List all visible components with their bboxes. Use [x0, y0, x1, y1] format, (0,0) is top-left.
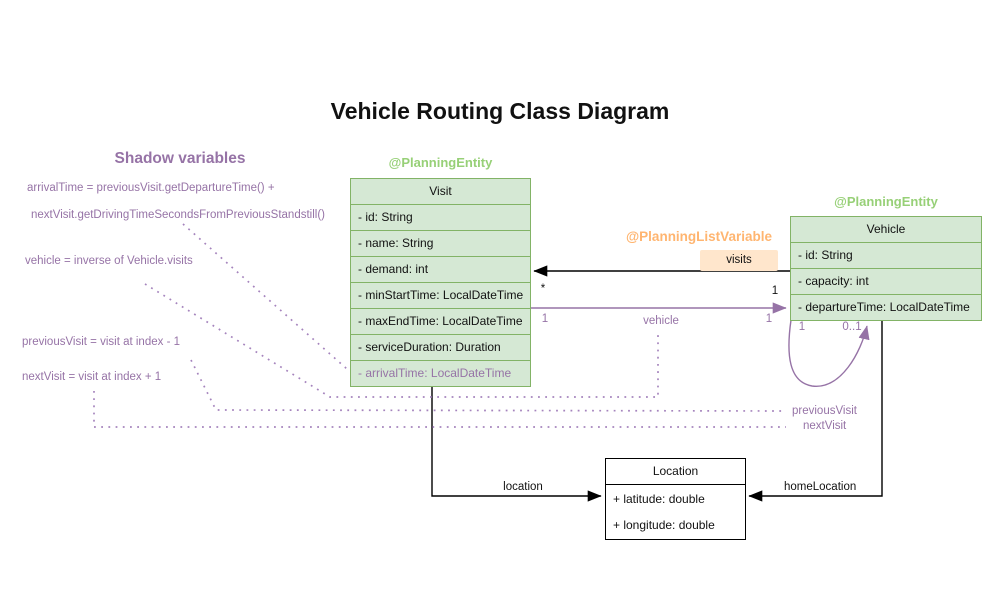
vehicle-planning-entity-annotation: @PlanningEntity	[834, 194, 938, 209]
vehicle-association-label: vehicle	[643, 315, 679, 327]
shadow-variable-arrivaltime-line2: nextVisit.getDrivingTimeSecondsFromPrevi…	[31, 209, 325, 221]
location-class-name: Location	[652, 464, 699, 478]
dotted-link-arrivaltime	[182, 223, 348, 370]
location-association-label: location	[503, 481, 543, 493]
visit-class-name: Visit	[429, 184, 452, 198]
visit-attr-demand: - demand: int	[351, 256, 530, 282]
home-location-association-label: homeLocation	[784, 481, 857, 493]
shadow-variable-previous-visit: previousVisit = visit at index - 1	[22, 336, 180, 348]
vehicle-class: Vehicle - id: String - capacity: int - d…	[790, 216, 982, 321]
shadow-variable-vehicle: vehicle = inverse of Vehicle.visits	[25, 255, 193, 267]
vehicle-attr-capacity: - capacity: int	[791, 268, 981, 294]
vehicle-attr-id: - id: String	[791, 242, 981, 268]
next-visit-label: nextVisit	[803, 420, 847, 432]
visit-planning-entity-annotation: @PlanningEntity	[388, 155, 493, 170]
dotted-link-next-visit	[93, 391, 786, 428]
vehicle-multiplicity-at-visit: 1	[541, 313, 549, 325]
self-loop-multiplicity-start: 1	[798, 321, 806, 333]
previous-visit-label: previousVisit	[792, 405, 857, 417]
visits-association-label: visits	[700, 250, 778, 271]
location-attr-latitude: + latitude: double	[613, 492, 705, 506]
visit-attr-id: - id: String	[351, 204, 530, 230]
dotted-link-vehicle	[144, 283, 659, 398]
vehicle-attr-departure-time: - departureTime: LocalDateTime	[791, 294, 981, 320]
location-attr-longitude: + longitude: double	[613, 518, 715, 532]
visit-attr-min-start-time: - minStartTime: LocalDateTime	[351, 282, 530, 308]
visit-attr-service-duration: - serviceDuration: Duration	[351, 334, 530, 360]
vehicle-class-name: Vehicle	[866, 222, 906, 236]
shadow-variable-arrivaltime-line1: arrivalTime = previousVisit.getDeparture…	[27, 182, 275, 194]
visit-attr-max-end-time: - maxEndTime: LocalDateTime	[351, 308, 530, 334]
shadow-variable-next-visit: nextVisit = visit at index + 1	[22, 371, 162, 383]
home-location-association-arrow	[748, 320, 883, 502]
diagram-title: Vehicle Routing Class Diagram	[330, 98, 670, 124]
self-loop-multiplicity-end: 0..1	[842, 321, 862, 333]
visit-attr-name: - name: String	[351, 230, 530, 256]
visit-attr-arrival-time: - arrivalTime: LocalDateTime	[351, 360, 530, 386]
location-association-arrow	[431, 385, 602, 502]
self-loop-arrow	[788, 319, 870, 387]
visit-class: Visit - id: String - name: String - dema…	[350, 178, 531, 387]
visits-multiplicity-at-vehicle: 1	[771, 285, 779, 297]
planning-list-variable-annotation: @PlanningListVariable	[626, 229, 772, 244]
shadow-variables-heading: Shadow variables	[114, 150, 246, 167]
visits-multiplicity-at-visit: *	[540, 283, 546, 295]
location-attributes-compartment: + latitude: double + longitude: double	[606, 484, 745, 539]
vehicle-multiplicity-at-vehicle: 1	[765, 313, 773, 325]
location-class: Location + latitude: double + longitude:…	[605, 458, 746, 540]
